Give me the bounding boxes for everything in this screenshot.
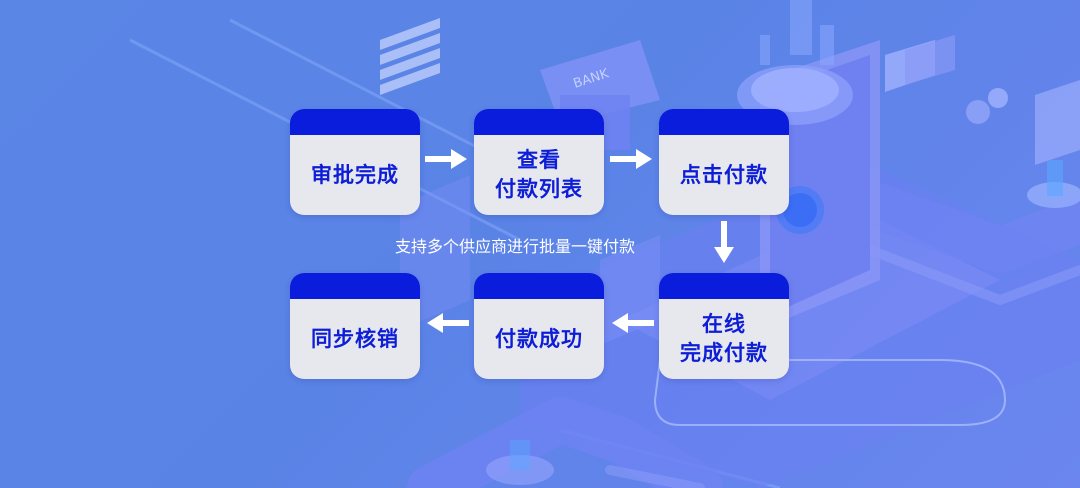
step-cap: [659, 109, 789, 135]
arrow-down-icon: [714, 221, 734, 263]
step-cap: [659, 273, 789, 299]
arrow-right-icon: [610, 149, 652, 169]
step-label: 审批完成: [311, 162, 399, 187]
step-payment-success: 付款成功: [474, 273, 604, 379]
step-label: 点击付款: [680, 162, 768, 187]
step-label: 付款成功: [495, 326, 583, 351]
step-cap: [474, 273, 604, 299]
step-view-payment-list: 查看 付款列表: [474, 109, 604, 215]
step-label: 查看 付款列表: [495, 148, 583, 201]
step-label: 在线 完成付款: [680, 312, 768, 365]
arrow-right-icon: [425, 149, 467, 169]
batch-payment-caption: 支持多个供应商进行批量一键付款: [394, 237, 635, 256]
step-label: 同步核销: [311, 326, 399, 351]
step-online-payment: 在线 完成付款: [659, 273, 789, 379]
step-approval-done: 审批完成: [290, 109, 420, 215]
step-cap: [290, 109, 420, 135]
step-sync-write-off: 同步核销: [290, 273, 420, 379]
arrow-left-icon: [612, 313, 654, 333]
step-click-pay: 点击付款: [659, 109, 789, 215]
arrow-left-icon: [427, 313, 469, 333]
step-cap: [290, 273, 420, 299]
step-cap: [474, 109, 604, 135]
